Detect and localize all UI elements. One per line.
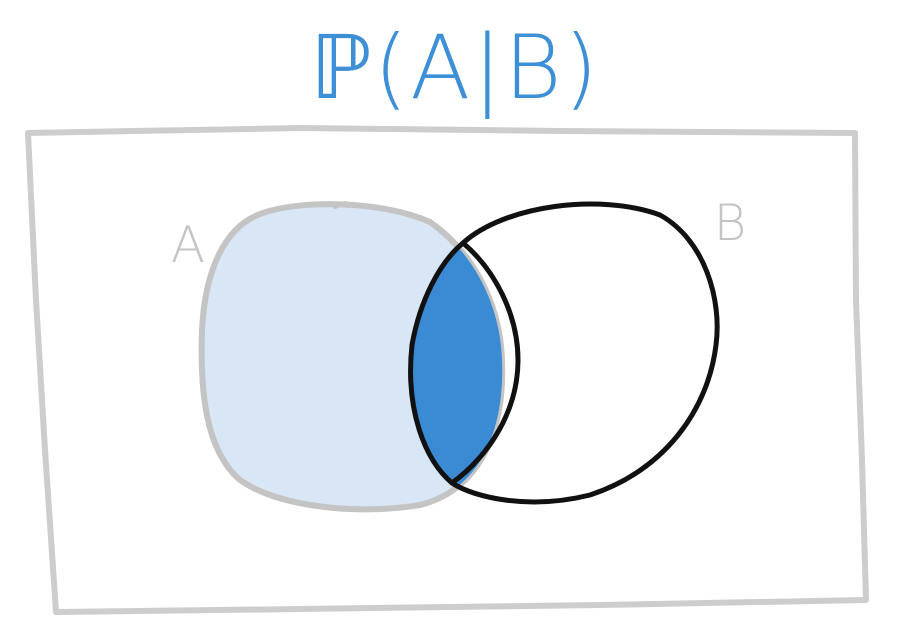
sample-space-frame xyxy=(25,125,869,615)
set-a-label: A xyxy=(171,216,205,274)
set-b-label: B xyxy=(714,194,747,252)
set-b-outline xyxy=(408,201,720,505)
set-a-outline-tick xyxy=(333,201,347,209)
diagram-title: ℙ(A|B) xyxy=(310,16,600,120)
set-a-boundary-inside-b xyxy=(449,240,521,486)
